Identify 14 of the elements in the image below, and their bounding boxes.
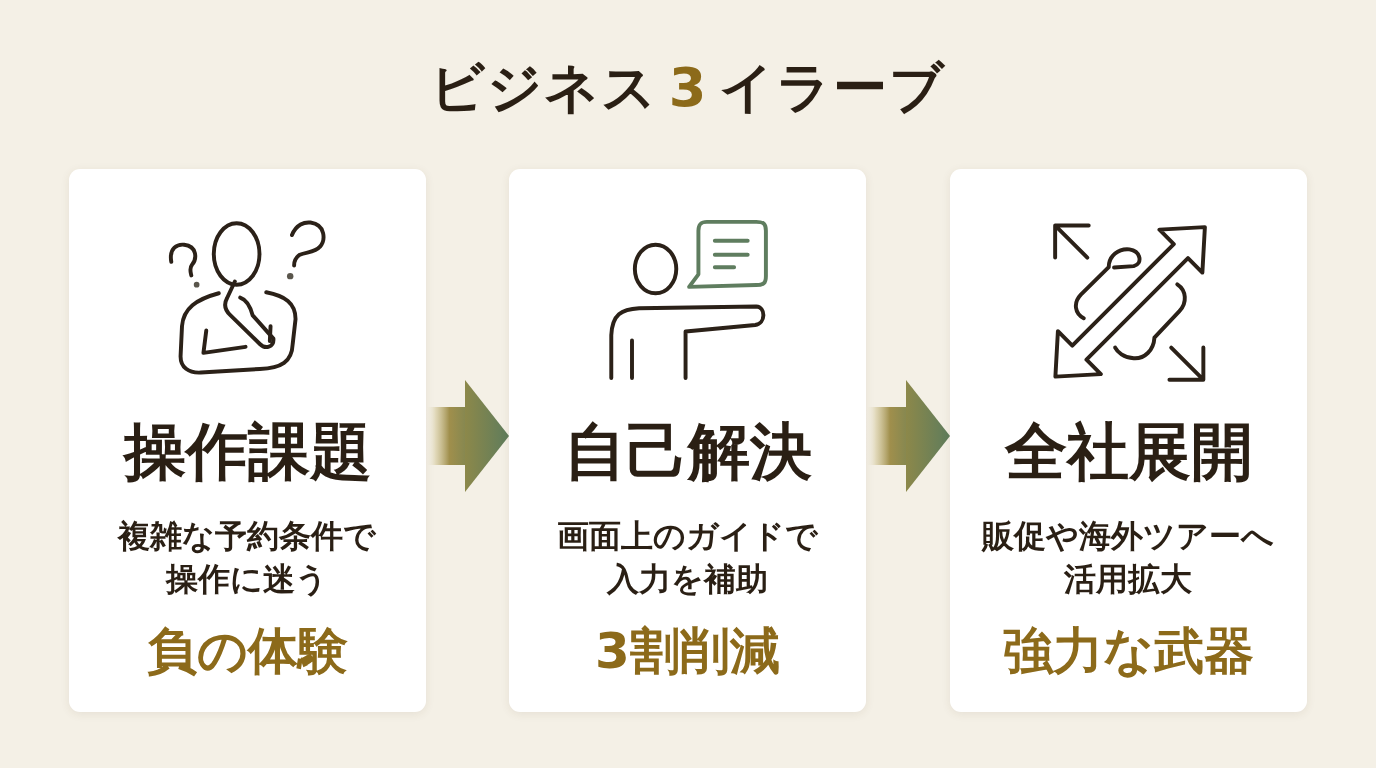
result-text: 強力な武器 [1003,621,1254,681]
card [509,169,866,712]
card-description: 画面上のガイドで入力を補助 [556,516,819,600]
card-description: 販促や海外ツアーへ活用拡大 [981,516,1276,600]
arrow [426,380,509,492]
card-description: 複雑な予約条件で操作に迷う [116,516,378,600]
card [950,169,1307,712]
arrow [866,380,950,492]
card-heading: 操作課題 [123,416,372,488]
card-heading: 自己解決 [563,416,812,488]
card-heading: 全社展開 [1004,416,1253,488]
card [69,169,426,712]
result-text: 3割削減 [595,621,780,681]
result-text: 負の体験 [147,621,348,681]
